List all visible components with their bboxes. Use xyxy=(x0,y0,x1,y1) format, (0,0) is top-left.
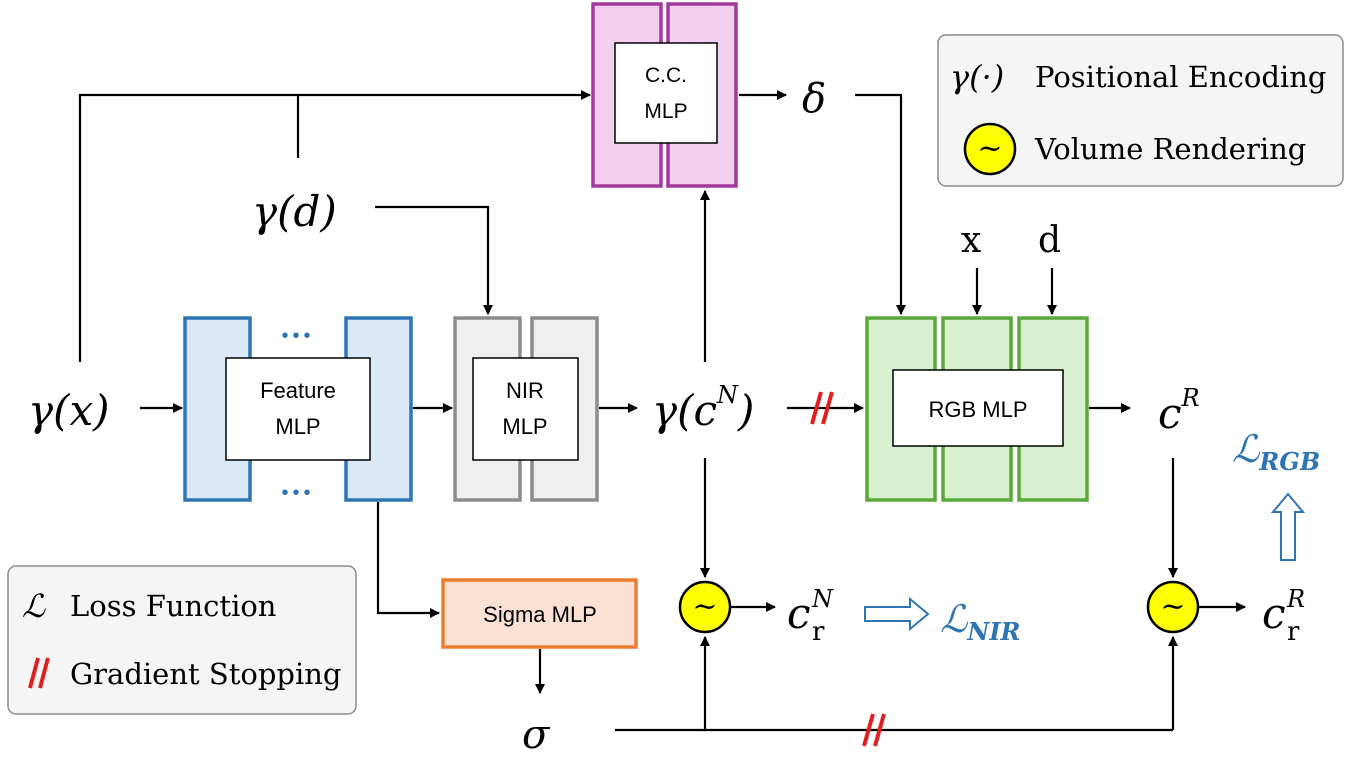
svg-text:~: ~ xyxy=(1160,589,1185,624)
feature-mlp-label-line2: MLP xyxy=(275,414,320,439)
volume-rendering-icon-glyph: ~ xyxy=(977,131,1002,166)
cr-rgb-symbol: c xyxy=(1262,589,1286,638)
feature-mlp-dots-top: ••• xyxy=(281,325,314,347)
nir-mlp-label-line1: NIR xyxy=(506,378,544,403)
gradient-stopping-label: Gradient Stopping xyxy=(70,657,342,691)
cc-mlp-label-line1: C.C. xyxy=(645,64,687,87)
arrow-delta-to-rgb xyxy=(855,93,906,315)
x-input-symbol: x xyxy=(961,220,981,261)
cr-output-symbol: cR xyxy=(1158,384,1200,438)
loss-rgb-arrow xyxy=(1270,492,1306,561)
gradient-stop-mark-2 xyxy=(862,713,886,747)
volume-rendering-icon xyxy=(963,122,1017,176)
cr-nir-symbol: c xyxy=(787,589,811,638)
volume-rendering-node-nir: ~ xyxy=(678,580,732,634)
gradient-stopping-icon xyxy=(28,657,50,689)
cc-mlp-label-line2: MLP xyxy=(644,100,687,123)
delta-symbol: δ xyxy=(802,76,826,122)
arrow-gammax-to-cc xyxy=(78,90,591,362)
cr-nir-subscript: r xyxy=(812,617,825,647)
arrow-feature-to-sigma xyxy=(376,502,440,618)
cc-mlp-block: C.C. MLP xyxy=(591,2,738,188)
legend-top: γ(·) Positional Encoding ~ Volume Render… xyxy=(937,34,1344,187)
loss-rgb: ℒRGB xyxy=(1232,427,1320,476)
legend-bottom-box xyxy=(7,565,357,715)
cr-rgb-subscript: r xyxy=(1287,617,1300,647)
sigma-mlp-label: Sigma MLP xyxy=(483,602,597,627)
volume-rendering-label: Volume Rendering xyxy=(1034,132,1306,166)
loss-nir-arrow xyxy=(864,596,930,632)
sigma-symbol: σ xyxy=(522,712,551,758)
connectors xyxy=(78,90,1246,732)
rgb-mlp-block: RGB MLP xyxy=(865,316,1089,502)
nir-mlp-label-line2: MLP xyxy=(502,414,547,439)
gamma-cn-symbol: γ(cN) xyxy=(652,381,754,435)
d-input-symbol: d xyxy=(1038,220,1061,261)
gradient-stop-mark-1 xyxy=(810,391,834,425)
positional-encoding-label: Positional Encoding xyxy=(1035,60,1326,94)
loss-function-symbol: ℒ xyxy=(22,587,46,625)
feature-mlp-block: Feature MLP ••• ••• xyxy=(183,316,413,504)
loss-nir: ℒNIR xyxy=(940,597,1020,646)
gamma-x-symbol: γ(x) xyxy=(28,386,110,435)
cr-rgb-superscript: R xyxy=(1286,585,1305,613)
arrow-gammad-to-nir xyxy=(375,205,493,315)
gamma-d-symbol: γ(d) xyxy=(252,187,337,236)
legend-top-box xyxy=(937,34,1344,187)
positional-encoding-symbol: γ(·) xyxy=(950,58,1004,96)
loss-function-label: Loss Function xyxy=(70,589,276,623)
feature-mlp-dots-bottom: ••• xyxy=(281,482,314,504)
rgb-mlp-label: RGB MLP xyxy=(928,397,1027,422)
cr-nir-superscript: N xyxy=(811,585,834,613)
sigma-mlp-block: Sigma MLP xyxy=(441,578,638,649)
feature-mlp-label-line1: Feature xyxy=(260,378,336,403)
volume-rendering-node-rgb: ~ xyxy=(1146,580,1200,634)
nir-mlp-block: NIR MLP xyxy=(453,316,599,502)
svg-text:~: ~ xyxy=(692,589,717,624)
legend-bottom: ℒ Loss Function Gradient Stopping xyxy=(7,565,357,715)
